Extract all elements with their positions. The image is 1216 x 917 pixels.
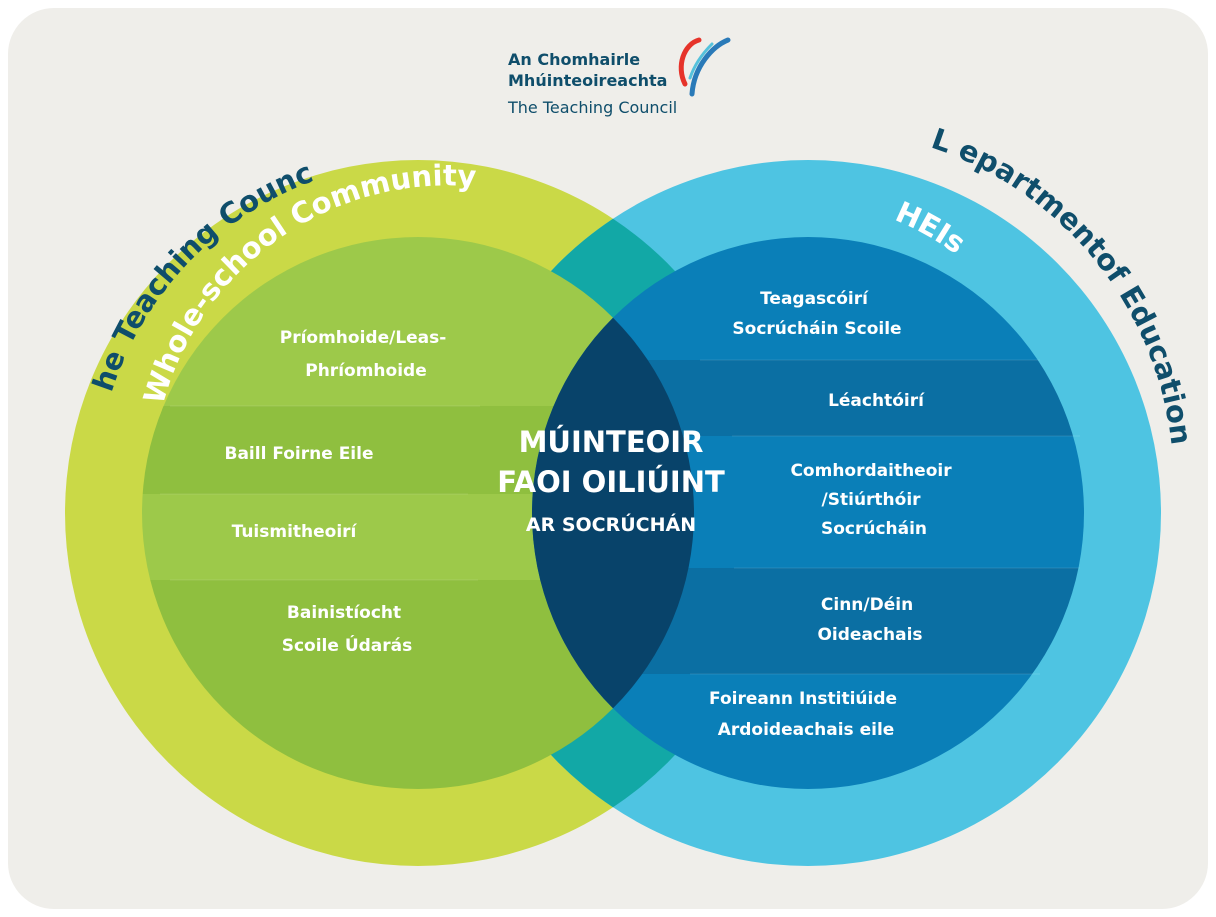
right-role-4-line-2: Oideachais	[817, 625, 922, 645]
right-role-3: Comhordaitheoir /Stiúrthóir Socrúcháin	[790, 461, 957, 539]
right-role-2-line-1: Léachtóirí	[828, 391, 925, 411]
left-role-4-line-2: Scoile Údarás	[282, 634, 413, 656]
right-role-5-line-1: Foireann Institiúide	[709, 689, 897, 709]
right-role-3-line-1: Comhordaitheoir	[790, 461, 952, 481]
right-role-2: Léachtóirí	[828, 391, 925, 411]
center-label: MÚINTEOIR FAOI OILIÚINT AR SOCRÚCHÁN	[497, 425, 725, 536]
left-role-4-line-1: Bainistíocht	[287, 603, 401, 623]
left-role-1: Príomhoide/Leas- Phríomhoide	[280, 328, 453, 381]
left-role-3: Tuismitheoirí	[232, 522, 358, 542]
left-role-4: Bainistíocht Scoile Údarás	[282, 603, 413, 656]
center-line-2: FAOI OILIÚINT	[497, 465, 725, 499]
right-role-3-line-2: /Stiúrthóir	[822, 490, 922, 510]
right-role-1-line-2: Socrúcháin Scoile	[732, 319, 901, 339]
teaching-council-logo: An Chomhairle Mhúinteoireachta The Teach…	[507, 37, 731, 117]
center-line-1: MÚINTEOIR	[519, 425, 704, 459]
right-role-3-line-3: Socrúcháin	[821, 519, 927, 539]
logo-line-3: The Teaching Council	[507, 98, 677, 117]
center-line-3: AR SOCRÚCHÁN	[526, 512, 696, 536]
left-role-1-line-1: Príomhoide/Leas-	[280, 328, 447, 348]
right-roles: Teagascóirí Socrúcháin Scoile Léachtóirí…	[709, 289, 957, 740]
right-role-5-line-2: Ardoideachais eile	[718, 720, 895, 740]
left-role-2-line-1: Baill Foirne Eile	[225, 444, 374, 464]
left-roles: Príomhoide/Leas- Phríomhoide Baill Foirn…	[225, 328, 453, 656]
left-role-2: Baill Foirne Eile	[225, 444, 374, 464]
logo-line-1: An Chomhairle	[508, 50, 640, 69]
right-role-1-line-1: Teagascóirí	[760, 289, 869, 309]
logo-swoosh-red	[678, 37, 702, 87]
logo-swoosh-light	[688, 42, 714, 80]
right-role-5: Foireann Institiúide Ardoideachais eile	[709, 689, 903, 740]
left-role-1-line-2: Phríomhoide	[305, 361, 426, 381]
logo-swoosh-blue	[689, 37, 731, 97]
logo-line-2: Mhúinteoireachta	[508, 71, 667, 90]
right-role-4: Cinn/Déin Oideachais	[817, 595, 922, 645]
logo-swoosh-icon	[678, 37, 731, 97]
left-role-3-line-1: Tuismitheoirí	[232, 522, 358, 542]
right-role-4-line-1: Cinn/Déin	[821, 595, 913, 615]
band-dividers	[160, 359, 1080, 675]
right-role-1: Teagascóirí Socrúcháin Scoile	[732, 289, 901, 339]
